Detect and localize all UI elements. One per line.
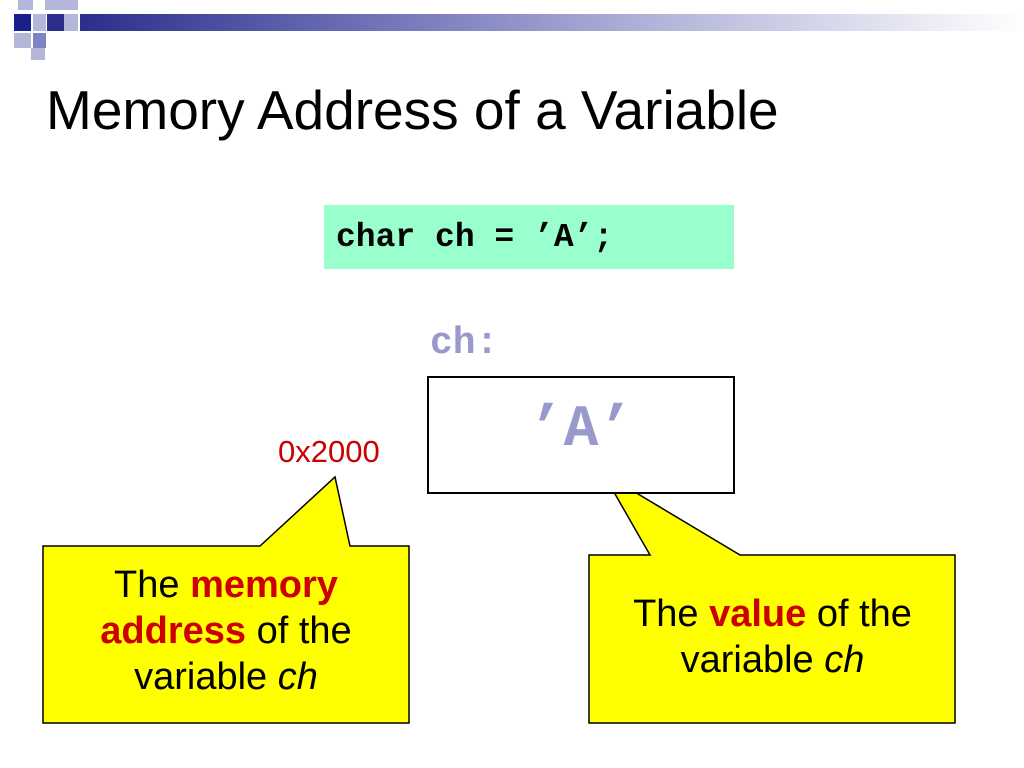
callout-text-middle: of the variable <box>134 610 352 698</box>
code-statement: char ch = ’A’; <box>336 219 614 256</box>
decor-square-6 <box>64 14 78 31</box>
decor-square-2 <box>45 0 78 10</box>
decor-square-1 <box>18 0 33 10</box>
decor-square-9 <box>31 48 45 60</box>
callout-highlight: memory address <box>100 564 338 652</box>
callout-highlight: value <box>709 593 807 635</box>
memory-cell: ’A’ <box>427 376 735 494</box>
callout-text-middle: of the variable <box>680 593 912 681</box>
code-box: char ch = ’A’; <box>324 205 734 269</box>
cell-value: ’A’ <box>528 398 634 463</box>
memory-address: 0x2000 <box>278 434 380 469</box>
decor-square-7 <box>14 33 31 48</box>
decor-square-5 <box>47 14 64 31</box>
decor-square-3 <box>14 14 31 31</box>
callout-variable: ch <box>277 656 318 698</box>
callout-text-prefix: The <box>114 564 191 606</box>
callout-variable: ch <box>824 639 865 681</box>
slide-title: Memory Address of a Variable <box>46 79 779 141</box>
value-callout-text: The value of the variable ch <box>590 591 955 683</box>
address-callout-text: The memory address of the variable ch <box>44 562 408 700</box>
title-bar <box>80 14 1024 31</box>
decor-square-4 <box>33 14 46 31</box>
callout-text-prefix: The <box>633 593 710 635</box>
value-callout-shape <box>588 470 956 724</box>
decor-square-8 <box>33 33 46 48</box>
variable-label: ch: <box>430 322 499 365</box>
address-callout-shape <box>42 475 410 724</box>
